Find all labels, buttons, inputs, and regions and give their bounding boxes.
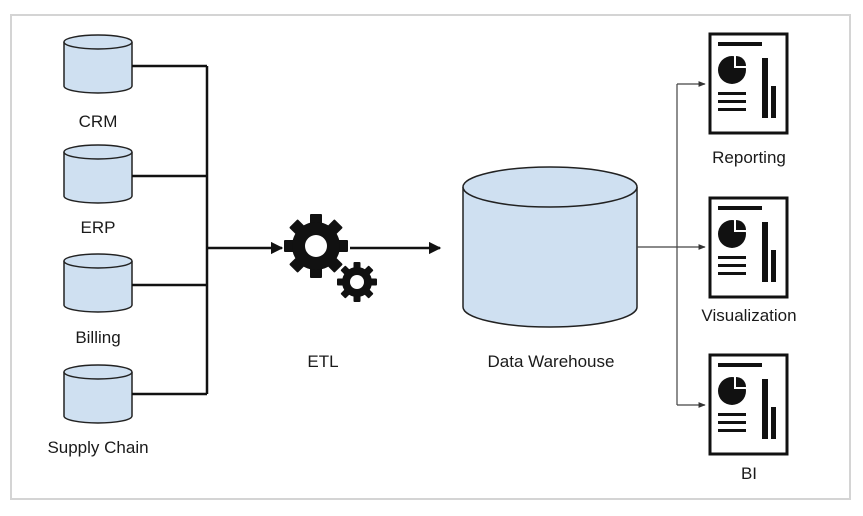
source-connectors <box>132 64 209 396</box>
source-label-erp: ERP <box>80 218 116 237</box>
report-document-icon-bi <box>708 353 789 456</box>
output-label-visualization: Visualization <box>701 306 797 325</box>
report-document-icon-reporting <box>708 32 789 135</box>
database-icon-warehouse <box>462 166 638 328</box>
source-label-billing: Billing <box>75 328 121 347</box>
etl-label: ETL <box>307 352 339 371</box>
database-icon-crm <box>63 34 133 94</box>
source-label-crm: CRM <box>78 112 118 131</box>
report-document-icon-visualization <box>708 196 789 299</box>
warehouse-label: Data Warehouse <box>487 352 615 371</box>
gears-icon <box>284 214 377 302</box>
database-icon-erp <box>63 144 133 204</box>
output-label-bi: BI <box>740 464 758 483</box>
output-label-reporting: Reporting <box>712 148 786 167</box>
output-connectors <box>637 81 706 408</box>
database-icon-supply-chain <box>63 364 133 424</box>
source-label-supply-chain: Supply Chain <box>47 438 149 457</box>
database-icon-billing <box>63 253 133 313</box>
